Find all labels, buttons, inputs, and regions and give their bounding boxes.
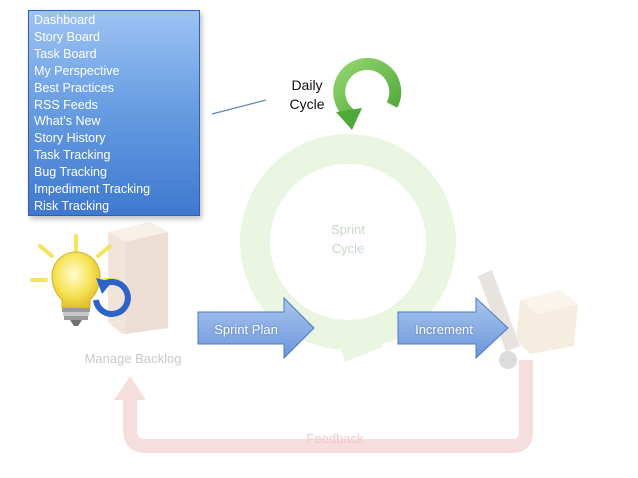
daily-cycle-icon bbox=[333, 57, 402, 130]
menu-item-story-board[interactable]: Story Board bbox=[34, 29, 101, 44]
sprint-plan-label: Sprint Plan bbox=[214, 322, 278, 337]
daily-cycle-line1: Daily bbox=[291, 77, 323, 93]
sprint-cycle-ring bbox=[240, 134, 456, 362]
feedback-arrow bbox=[114, 360, 533, 453]
sprint-cycle-line1: Sprint bbox=[331, 222, 365, 237]
navigation-menu: Dashboard Story Board Task Board My Pers… bbox=[28, 10, 200, 216]
menu-item-risk-tracking[interactable]: Risk Tracking bbox=[34, 198, 110, 213]
daily-cycle-line2: Cycle bbox=[289, 96, 325, 112]
sprint-cycle-line2: Cycle bbox=[331, 241, 365, 256]
menu-item-my-perspective[interactable]: My Perspective bbox=[34, 63, 120, 78]
manage-backlog-label: Manage Backlog bbox=[84, 351, 182, 366]
menu-item-impediment-tracking[interactable]: Impediment Tracking bbox=[34, 182, 151, 197]
daily-cycle-label: Daily Cycle bbox=[272, 76, 342, 114]
increment-arrow bbox=[397, 296, 509, 360]
feedback-label: Feedback bbox=[306, 431, 364, 446]
connector-line bbox=[211, 99, 267, 115]
lightbulb-icon bbox=[30, 234, 120, 326]
menu-item-rss-feeds[interactable]: RSS Feeds bbox=[34, 97, 98, 112]
menu-item-task-tracking[interactable]: Task Tracking bbox=[34, 148, 111, 163]
menu-item-story-history[interactable]: Story History bbox=[34, 131, 106, 146]
menu-item-bug-tracking[interactable]: Bug Tracking bbox=[34, 165, 107, 180]
menu-item-whats-new[interactable]: What’s New bbox=[34, 114, 101, 129]
sprint-cycle-label: Sprint Cycle bbox=[311, 220, 385, 258]
increment-label: Increment bbox=[415, 322, 473, 337]
menu-item-best-practices[interactable]: Best Practices bbox=[34, 80, 114, 95]
menu-item-dashboard[interactable]: Dashboard bbox=[34, 13, 96, 27]
hand-truck-icon bbox=[478, 270, 578, 369]
refresh-icon bbox=[93, 278, 131, 317]
sprint-plan-arrow bbox=[197, 296, 315, 360]
menu-item-task-board[interactable]: Task Board bbox=[34, 46, 97, 61]
